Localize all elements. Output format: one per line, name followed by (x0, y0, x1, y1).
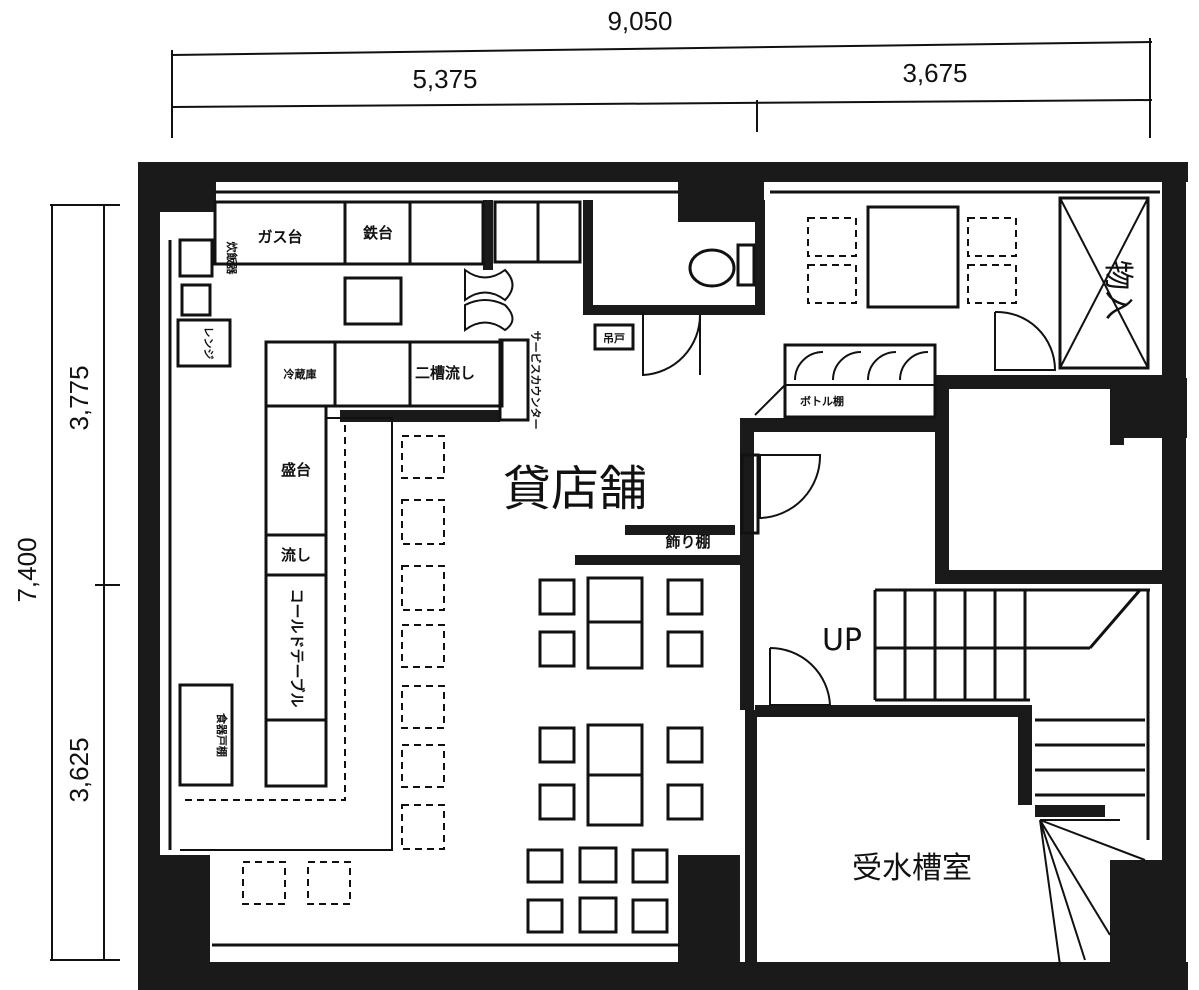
label-storage: 物入 (1100, 260, 1135, 320)
label-display-shelf: 飾り棚 (665, 533, 710, 551)
dim-overall-height: 7,400 (12, 537, 42, 602)
label-small-shelf: 吊戸 (603, 332, 625, 345)
label-gas-stove: ガス台 (257, 228, 302, 246)
counter-stools (242, 435, 445, 905)
label-bottle-rack: ボトル棚 (800, 394, 844, 408)
dimension-lines (50, 38, 1153, 961)
label-refrigerator: 冷蔵庫 (284, 367, 317, 381)
label-cupboard: 食器戸棚 (215, 713, 229, 757)
label-counter-top-2: 盛台 (281, 461, 311, 479)
dining-tables (526, 576, 704, 934)
label-stairs-up: UP (822, 623, 862, 658)
label-double-sink: 二槽流し (415, 364, 475, 382)
dim-upper-height: 3,775 (64, 365, 94, 430)
label-range: レンジ (202, 327, 215, 360)
label-main-store: 貸店舗 (503, 461, 647, 517)
label-sink: 流し (281, 546, 311, 564)
toilet-room (593, 243, 756, 377)
label-water-tank-room: 受水槽室 (852, 851, 972, 886)
upper-right-room (754, 196, 1150, 419)
label-cold-table: コールドテーブル (288, 588, 306, 707)
interior-walls (340, 200, 1165, 970)
label-counter-top-1: 鉄台 (363, 224, 393, 242)
kitchen-labels: ガス台 鉄台 炊飯器 レンジ 冷蔵庫 二槽流し サービスカウンター 盛台 流し … (202, 224, 543, 757)
dim-overall-width: 9,050 (607, 6, 672, 36)
exterior-walls (138, 162, 1188, 990)
label-service-counter: サービスカウンター (529, 331, 543, 430)
hall-and-stairs (740, 453, 1150, 966)
dim-lower-height: 3,625 (64, 737, 94, 802)
dim-right-width: 3,675 (902, 58, 967, 88)
kitchen (176, 200, 582, 851)
dim-left-width: 5,375 (412, 64, 477, 94)
label-rice-cooker: 炊飯器 (225, 242, 239, 276)
